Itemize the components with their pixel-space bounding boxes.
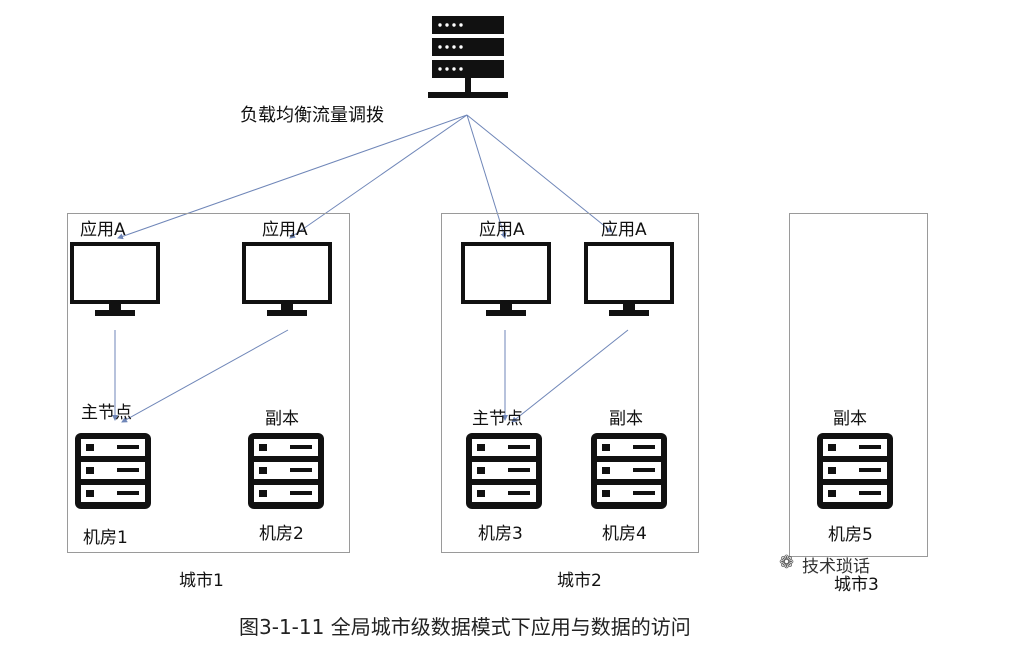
app4-to-primary2 xyxy=(511,329,629,423)
primary-node-label: 主节点 xyxy=(81,403,132,423)
replica-label: 副本 xyxy=(833,409,867,429)
database-server-icon xyxy=(466,433,542,509)
city-label: 城市2 xyxy=(557,571,602,591)
lb-to-app-2 xyxy=(289,114,468,239)
wechat-icon: ❁ xyxy=(779,552,795,573)
primary-node-label: 主节点 xyxy=(472,409,523,429)
city-1-box xyxy=(67,213,350,553)
city-3-box xyxy=(789,213,928,557)
app-label: 应用A xyxy=(262,220,308,240)
replica-label: 副本 xyxy=(609,409,643,429)
room-label: 机房4 xyxy=(602,524,647,544)
database-server-icon xyxy=(248,433,324,509)
database-server-icon xyxy=(75,433,151,509)
city-label: 城市1 xyxy=(179,571,224,591)
monitor-icon xyxy=(584,242,674,316)
room-label: 机房5 xyxy=(828,525,873,545)
lb-to-app-4 xyxy=(466,114,613,233)
city-2-box xyxy=(441,213,699,553)
watermark-text: 技术琐话 xyxy=(802,557,870,577)
room-label: 机房3 xyxy=(478,524,523,544)
load-balancer-label: 负载均衡流量调拨 xyxy=(240,105,384,126)
lb-to-app-3 xyxy=(466,114,507,239)
figure-caption: 图3-1-11 全局城市级数据模式下应用与数据的访问 xyxy=(239,615,691,639)
replica-label: 副本 xyxy=(265,409,299,429)
room-label: 机房1 xyxy=(83,528,128,548)
lb-to-app-1 xyxy=(117,114,468,240)
monitor-icon xyxy=(70,242,160,316)
app-label: 应用A xyxy=(479,220,525,240)
database-server-icon xyxy=(591,433,667,509)
database-server-icon xyxy=(817,433,893,509)
server-icon xyxy=(428,16,508,98)
app2-to-primary1 xyxy=(121,329,289,423)
app-label: 应用A xyxy=(601,220,647,240)
monitor-icon xyxy=(461,242,551,316)
room-label: 机房2 xyxy=(259,524,304,544)
monitor-icon xyxy=(242,242,332,316)
city-label: 城市3 xyxy=(834,575,879,595)
app-label: 应用A xyxy=(80,220,126,240)
